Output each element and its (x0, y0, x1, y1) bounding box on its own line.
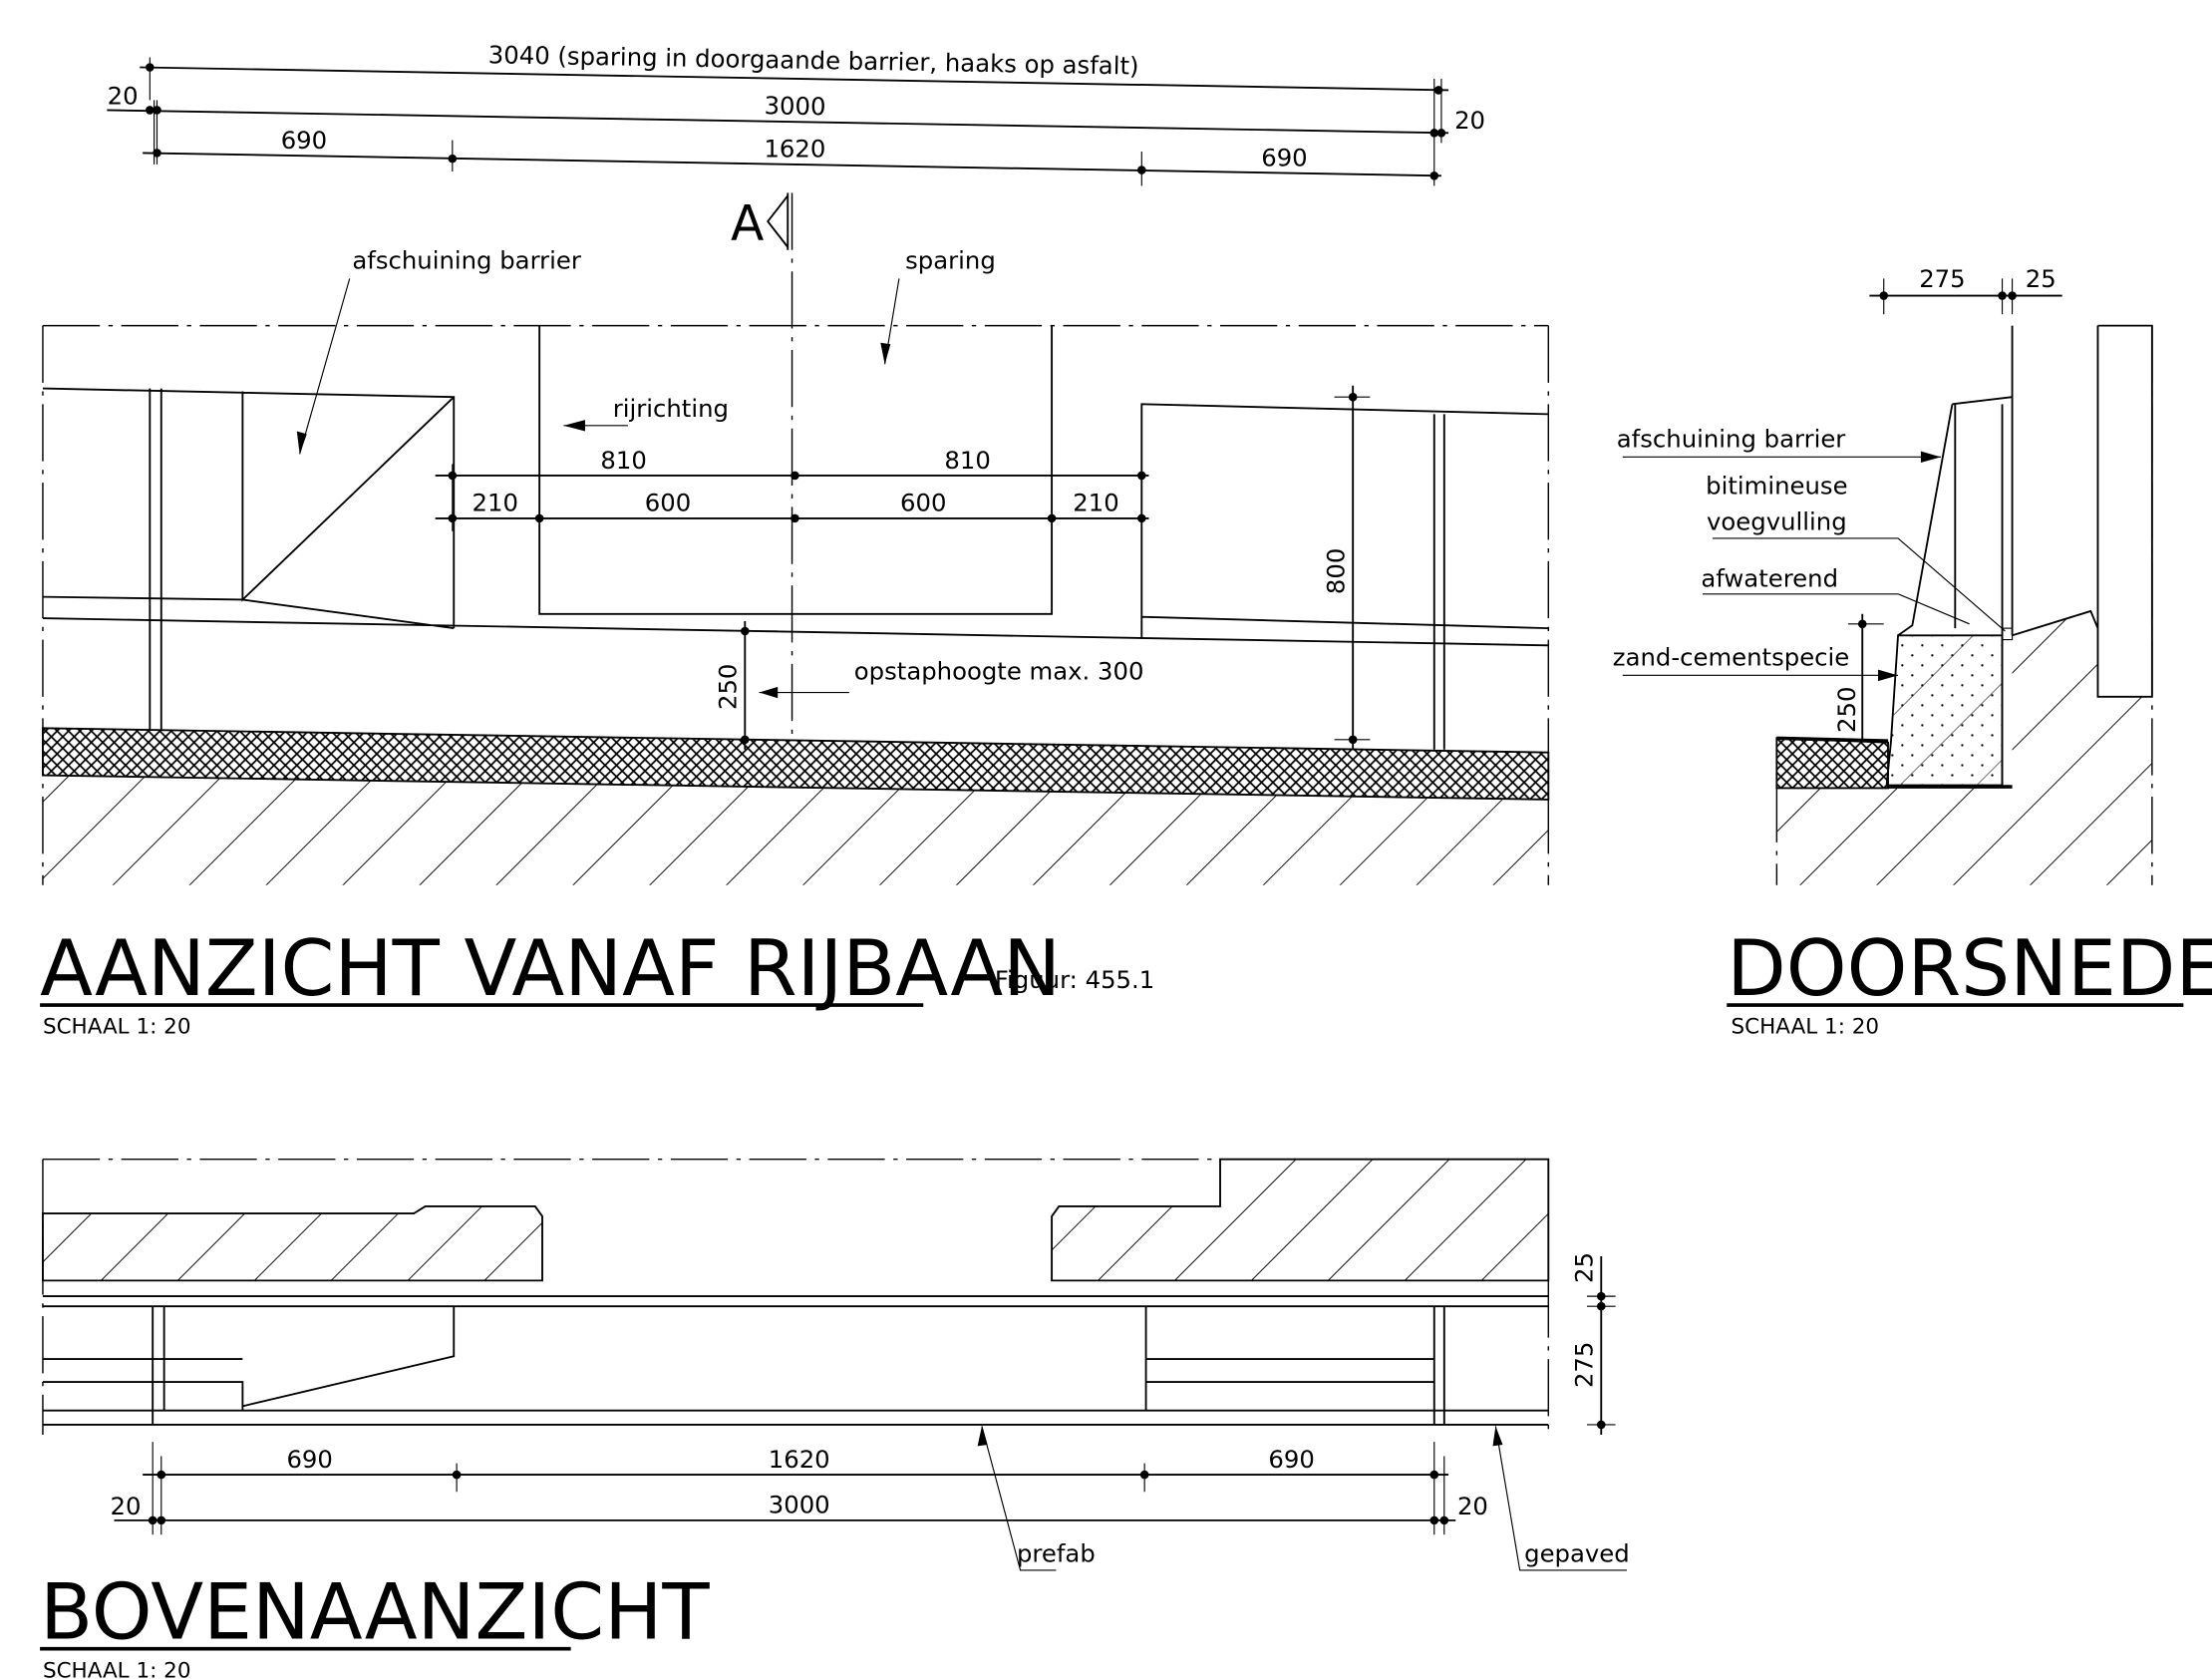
plan-dim-right: 690 (1268, 1445, 1314, 1474)
elevation-top-dimensions: 3040 (sparing in doorgaande barrier, haa… (107, 40, 1485, 186)
label-chamfer: afschuining barrier (352, 245, 581, 274)
plan-dim-clear: 3000 (769, 1491, 830, 1519)
dim-height: 800 (1322, 548, 1351, 594)
section-marker-label: A (731, 196, 764, 252)
plan-scale: SCHAAL 1: 20 (43, 1658, 191, 1679)
plan-dim-left: 690 (286, 1445, 332, 1474)
plan-dim-joint: 25 (1570, 1252, 1599, 1283)
section-label-chamfer: afschuining barrier (1617, 424, 1846, 453)
plan-label-paved: gepaved (1524, 1538, 1630, 1567)
dim-half-left: 810 (600, 446, 646, 475)
dim-right: 690 (1261, 143, 1307, 171)
plan-dim-middle: 1620 (769, 1445, 830, 1474)
dim-inner-left: 600 (645, 489, 691, 517)
label-opening: sparing (905, 245, 996, 274)
elevation-view: 810 810 210 600 600 210 800 250 opstapho… (40, 245, 1550, 1040)
section-marker: A (731, 192, 793, 743)
plan-dim-gap-left: 20 (110, 1492, 141, 1520)
plan-dim-gap-right: 20 (1457, 1492, 1488, 1520)
elevation-scale: SCHAAL 1: 20 (43, 1015, 191, 1040)
plan-dim-width: 275 (1570, 1342, 1599, 1388)
section-title: DOORSNEDE A (1727, 924, 2212, 1014)
section-label-filler-1: bitimineuse (1706, 472, 1847, 501)
dim-step: 250 (714, 664, 743, 710)
section-label-mortar: zand-cementspecie (1613, 642, 1849, 671)
dim-inner-right: 600 (900, 489, 946, 517)
section-scale: SCHAAL 1: 20 (1732, 1015, 1880, 1040)
section-dim-height: 250 (1832, 687, 1861, 733)
plan-label-prefab: prefab (1017, 1538, 1096, 1567)
figure-number: Figuur: 455.1 (995, 965, 1154, 994)
dim-edge-right: 210 (1073, 489, 1118, 517)
section-label-drain: afwaterend (1701, 564, 1838, 593)
section-view: 275 25 250 afschuining barrier bitimineu… (1613, 264, 2212, 1040)
dim-gap-right: 20 (1454, 106, 1485, 135)
dim-edge-left: 210 (473, 489, 518, 517)
elevation-title: AANZICHT VANAF RIJBAAN (40, 924, 1061, 1014)
ground-hatch (42, 775, 1549, 885)
section-label-filler-2: voegvulling (1707, 506, 1847, 535)
dim-left: 690 (281, 126, 327, 155)
label-step-height: opstaphoogte max. 300 (854, 657, 1144, 686)
plan-view: 25 275 690 1620 690 3000 20 20 prefab ge… (40, 1158, 1630, 1679)
section-dim-width: 275 (1919, 264, 1965, 293)
dim-middle: 1620 (764, 135, 825, 164)
dim-gap-left: 20 (108, 82, 139, 111)
section-dim-joint: 25 (2026, 264, 2056, 293)
dim-half-right: 810 (944, 446, 990, 475)
plan-title: BOVENAANZICHT (40, 1568, 710, 1658)
label-direction: rijrichting (613, 394, 729, 423)
dim-clear: 3000 (764, 91, 825, 121)
